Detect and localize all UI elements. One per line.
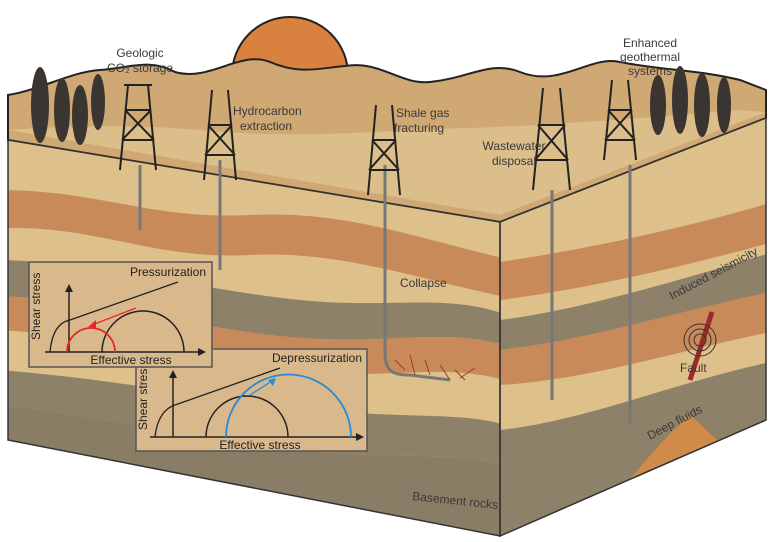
label-geo-3: systems [628,64,672,78]
label-geo-1: Enhanced [623,36,677,50]
tree-icon [91,74,105,130]
fractures [394,354,476,381]
label-shale-2: fracturing [394,121,444,135]
pressurization-title: Pressurization [130,265,206,279]
tree-icon [31,67,49,143]
label-co2-2: CO₂ storage [107,61,173,75]
blue-arrow-icon [268,378,276,386]
x-arrow-icon [356,433,364,441]
trees [31,66,731,145]
tree-icon [694,73,710,137]
derrick-icon [367,104,401,196]
label-co2-1: Geologic [116,46,163,60]
label-shale-1: Shale gas [396,106,449,120]
depressurization-ylabel: Shear stress [136,363,150,430]
y-arrow-icon [65,284,73,292]
seismic-rings [683,323,717,357]
tree-icon [672,66,688,134]
pressurization-xlabel: Effective stress [90,353,171,367]
label-waste-2: disposal [492,154,536,168]
derrick-icon [203,89,237,181]
pressurization-ylabel: Shear stress [29,273,43,340]
label-geo-2: geothermal [620,50,680,64]
label-hydro-1: Hydrocarbon [233,104,302,118]
label-fault: Fault [680,361,707,375]
derrick-icon [532,87,571,191]
derricks [119,79,637,196]
depressurization-title: Depressurization [272,351,362,365]
tree-icon [650,75,666,135]
tree-icon [717,77,731,133]
tree-icon [54,78,70,142]
label-waste-1: Wastewater [483,139,546,153]
depressurization-xlabel: Effective stress [219,438,300,452]
red-arrow-icon [88,320,96,328]
y-arrow-icon [169,370,177,378]
pressurization-inset: Pressurization Shear stress Effective st… [28,261,213,368]
derrick-icon [119,84,157,171]
x-arrow-icon [198,348,206,356]
wells [138,160,632,425]
derrick-icon [603,79,637,161]
label-collapse: Collapse [400,276,447,290]
tree-icon [72,85,88,145]
label-hydro-2: extraction [240,119,292,133]
